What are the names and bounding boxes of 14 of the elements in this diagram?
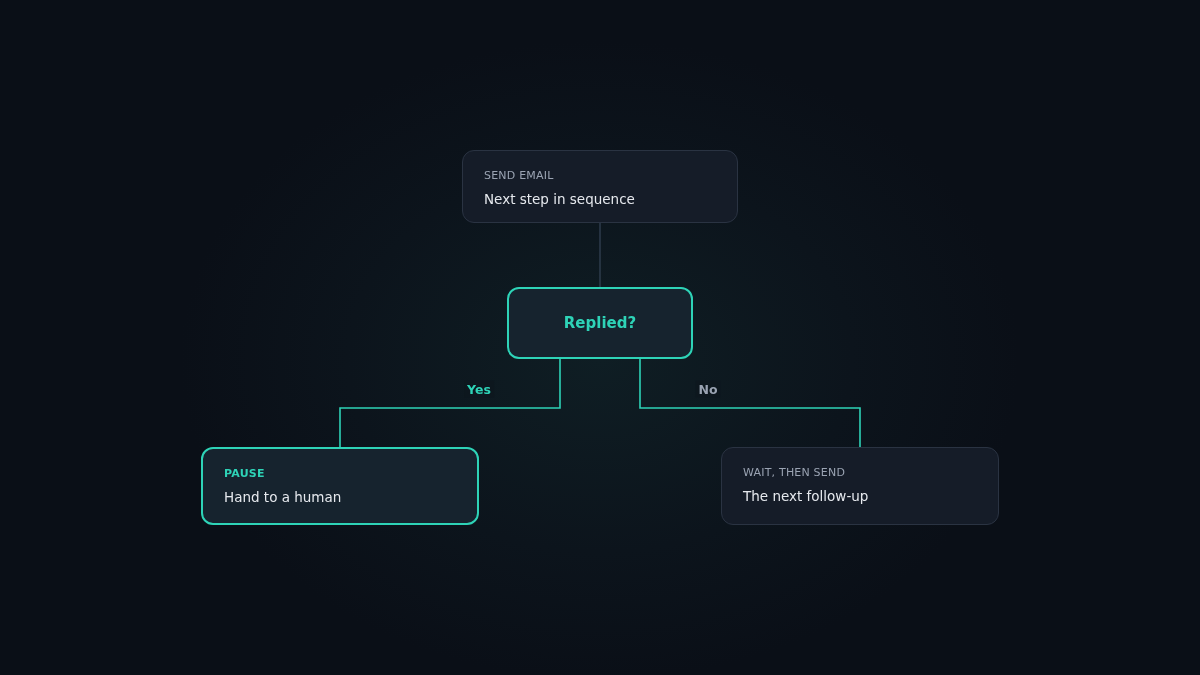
step-card [201, 447, 479, 525]
step-description: Hand to a human [224, 489, 342, 505]
step-card [462, 150, 738, 223]
step-title: WAIT, THEN SEND [743, 466, 846, 479]
step-description: Next step in sequence [484, 191, 635, 207]
step-title: SEND EMAIL [484, 169, 554, 182]
decision-box [507, 287, 693, 359]
connector-line [339, 358, 561, 448]
decision-question: Replied? [562, 314, 638, 332]
step-description: The next follow-up [743, 488, 869, 504]
step-card [721, 447, 999, 525]
connector-line [639, 358, 861, 448]
step-title: PAUSE [224, 467, 265, 480]
connector-line [599, 222, 601, 288]
